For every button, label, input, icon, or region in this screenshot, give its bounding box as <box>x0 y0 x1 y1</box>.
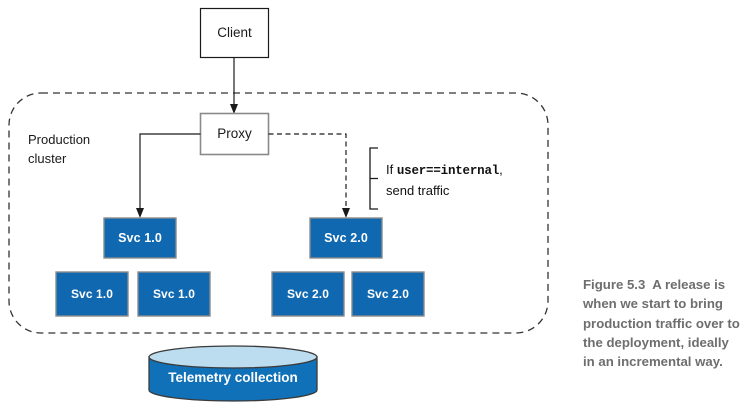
figure-caption-number: Figure 5.3 <box>583 277 646 292</box>
svc-2-0-replica-a-box[interactable] <box>271 271 345 317</box>
svc-2-0-replica-a-label: Svc 2.0 <box>272 272 344 316</box>
svc-2-0-replica-a-label-text: Svc 2.0 <box>286 286 330 301</box>
svc-1-0-replica-a-box[interactable] <box>55 271 129 317</box>
svc-1-0-replica-a-label-text: Svc 1.0 <box>70 286 114 301</box>
svc-2-0-primary-box[interactable] <box>309 217 383 259</box>
annotation-bracket <box>369 147 378 210</box>
svc-2-0-replica-b-label-text: Svc 2.0 <box>366 286 410 301</box>
production-cluster-boundary <box>8 92 549 334</box>
edge-proxy-to-svc2-line <box>268 133 347 211</box>
annotation-suffix: , <box>499 162 503 177</box>
client-label-text: Client <box>217 25 252 41</box>
edge-proxy-to-svc1-arrowhead <box>136 208 144 218</box>
svc-1-0-replica-b-label: Svc 1.0 <box>138 272 210 316</box>
svc-1-0-replica-b-box[interactable] <box>137 271 211 317</box>
edge-proxy-to-svc1-line <box>139 133 201 211</box>
svc-2-0-primary-label-text: Svc 2.0 <box>324 230 368 245</box>
annotation-code: user==internal <box>396 164 500 178</box>
telemetry-cylinder-body[interactable] <box>148 356 318 402</box>
annotation-text: If user==internal, send traffic <box>386 160 551 200</box>
production-cluster-label-text: Production cluster <box>28 132 91 166</box>
annotation-line2: send traffic <box>386 182 450 198</box>
edge-client-to-proxy-arrowhead <box>230 104 238 114</box>
svc-1-0-primary-label: Svc 1.0 <box>104 218 176 258</box>
svc-1-0-replica-a-label: Svc 1.0 <box>56 272 128 316</box>
svc-1-0-primary-label-text: Svc 1.0 <box>118 230 162 245</box>
svc-2-0-replica-b-label: Svc 2.0 <box>352 272 424 316</box>
proxy-label-text: Proxy <box>217 126 252 142</box>
svc-1-0-primary-box[interactable] <box>103 217 177 259</box>
svc-2-0-primary-label: Svc 2.0 <box>310 218 382 258</box>
telemetry-collection-label-text: Telemetry collection <box>168 370 298 386</box>
proxy-label: Proxy <box>200 113 269 155</box>
annotation-prefix: If <box>386 162 397 177</box>
edge-proxy-to-svc2-arrowhead <box>342 208 350 218</box>
telemetry-cylinder-top <box>148 345 318 369</box>
svc-2-0-replica-b-box[interactable] <box>351 271 425 317</box>
telemetry-collection-label: Telemetry collection <box>149 362 317 394</box>
client-box[interactable] <box>199 7 270 59</box>
production-cluster-label: Production cluster <box>28 131 118 169</box>
figure-caption-text: A release is when we start to bring prod… <box>583 277 740 370</box>
svc-1-0-replica-b-label-text: Svc 1.0 <box>152 286 196 301</box>
client-label: Client <box>200 8 269 58</box>
